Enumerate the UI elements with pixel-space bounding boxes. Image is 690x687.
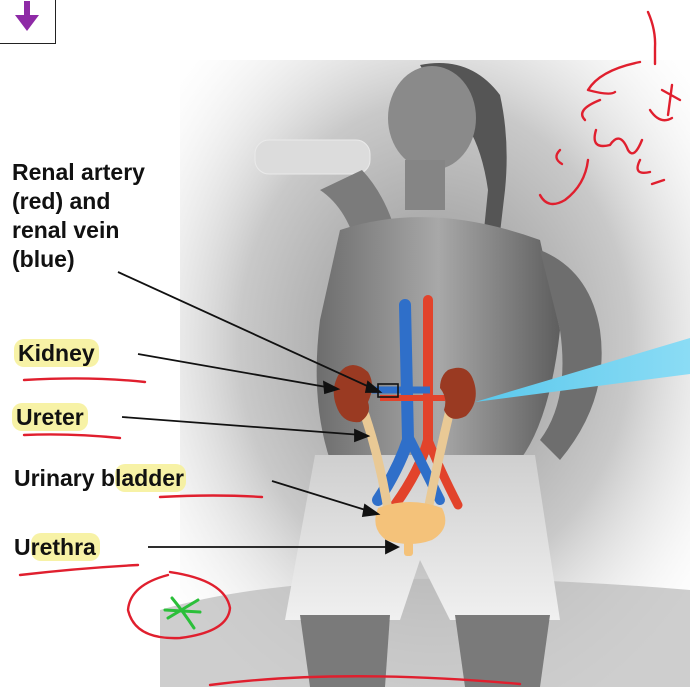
ureter-label: Ureter	[0, 403, 88, 432]
urethra	[404, 540, 413, 556]
water-bottle	[255, 140, 370, 174]
urethra-label-prefix: U	[14, 534, 31, 560]
bladder-label-prefix: Urinary b	[14, 465, 115, 491]
urethra-label: Urethra	[14, 533, 100, 562]
ureter-label-text: Ureter	[12, 403, 88, 431]
renal-label-line: renal vein	[12, 216, 145, 245]
bladder-label-highlight: ladder	[115, 464, 186, 492]
urethra-underline	[20, 565, 138, 575]
download-button[interactable]	[0, 0, 56, 44]
renal-label: Renal artery (red) and renal vein (blue)	[12, 158, 145, 274]
ground-shadow	[160, 579, 690, 687]
scribble-stroke	[648, 12, 655, 64]
kidney-underline	[24, 378, 145, 382]
renal-label-line: (red) and	[12, 187, 145, 216]
bladder	[375, 502, 445, 544]
down-arrow-icon	[0, 0, 57, 45]
renal-label-line: (blue)	[12, 245, 145, 274]
urethra-label-highlight: rethra	[31, 533, 100, 561]
kidney-label-text: Kidney	[14, 339, 99, 367]
kidney-label: Kidney	[0, 339, 99, 368]
bladder-label: Urinary bladder	[14, 464, 186, 493]
ureter-underline	[24, 434, 120, 438]
renal-label-line: Renal artery	[12, 158, 145, 187]
